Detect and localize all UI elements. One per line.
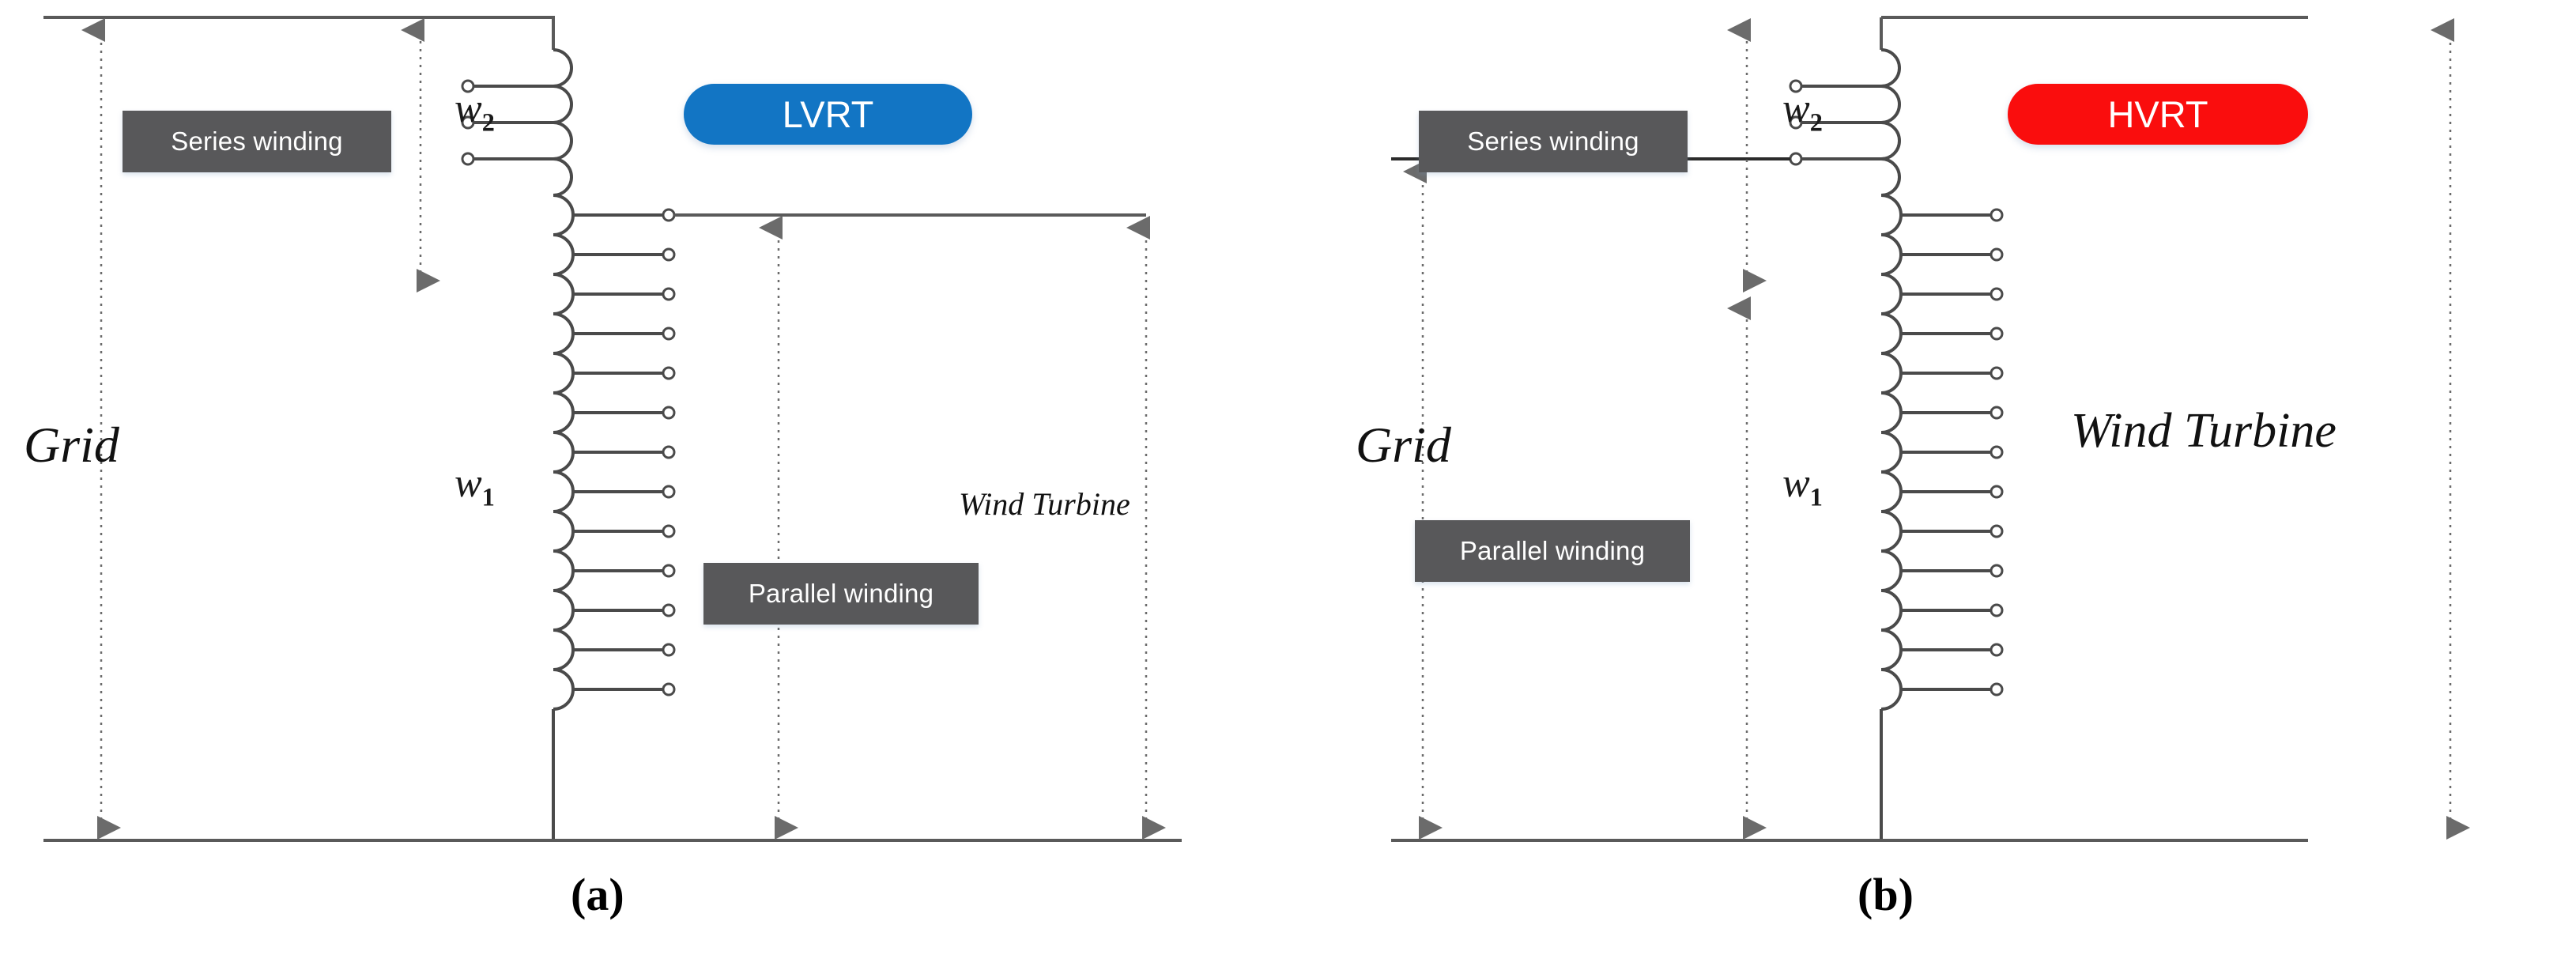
hvrt-badge[interactable]: HVRT <box>2008 84 2308 145</box>
hvrt-badge-label: HVRT <box>2107 93 2208 135</box>
series-coil-b <box>1880 48 1901 197</box>
panel-a-schematic <box>43 16 1182 842</box>
parallel-winding-label-a: Parallel winding <box>748 579 934 608</box>
series-winding-label-b: Series winding <box>1467 126 1639 156</box>
caption-b: (b) <box>1858 869 1914 920</box>
parallel-coil-b <box>1880 194 1903 711</box>
parallel-coil-a <box>553 194 575 711</box>
parallel-winding-box-a: Parallel winding <box>703 563 979 625</box>
series-taps-a <box>471 85 553 160</box>
series-taps-b <box>1799 85 1881 160</box>
parallel-winding-box-b: Parallel winding <box>1415 520 1690 582</box>
parallel-taps-b <box>1901 213 1993 691</box>
w2-base-b: w <box>1782 86 1810 131</box>
w2-symbol-b: w2 <box>1782 85 1823 137</box>
parallel-taps-a <box>573 213 666 691</box>
w1-symbol-b: w1 <box>1782 460 1823 511</box>
parallel-tap-dots-b <box>1990 208 2004 696</box>
w2-base-a: w <box>454 86 482 131</box>
panel-b-schematic <box>1391 16 2470 842</box>
lvrt-badge-label: LVRT <box>782 93 874 135</box>
w1-base-a: w <box>454 461 482 506</box>
w1-sub-a: 1 <box>481 482 495 511</box>
series-winding-box-a: Series winding <box>123 111 391 172</box>
wind-turbine-label-a: Wind Turbine <box>959 486 1130 522</box>
w1-base-b: w <box>1782 461 1810 506</box>
w2-sub-b: 2 <box>1809 108 1823 137</box>
w1-sub-b: 1 <box>1809 482 1823 511</box>
parallel-tap-dots-a <box>662 208 676 696</box>
series-winding-label-a: Series winding <box>171 126 343 156</box>
lvrt-badge[interactable]: LVRT <box>684 84 972 145</box>
caption-a: (a) <box>571 869 624 920</box>
w2-sub-a: 2 <box>481 108 495 137</box>
series-winding-box-b: Series winding <box>1419 111 1688 172</box>
grid-top-rail-a <box>43 16 555 50</box>
grid-label-b: Grid <box>1356 417 1451 473</box>
w1-symbol-a: w1 <box>454 460 495 511</box>
w2-symbol-a: w2 <box>454 85 495 137</box>
wind-turbine-label-b: Wind Turbine <box>2071 404 2337 458</box>
grid-label-a: Grid <box>24 417 119 473</box>
parallel-winding-label-b: Parallel winding <box>1459 536 1646 565</box>
series-coil-a <box>553 48 573 197</box>
